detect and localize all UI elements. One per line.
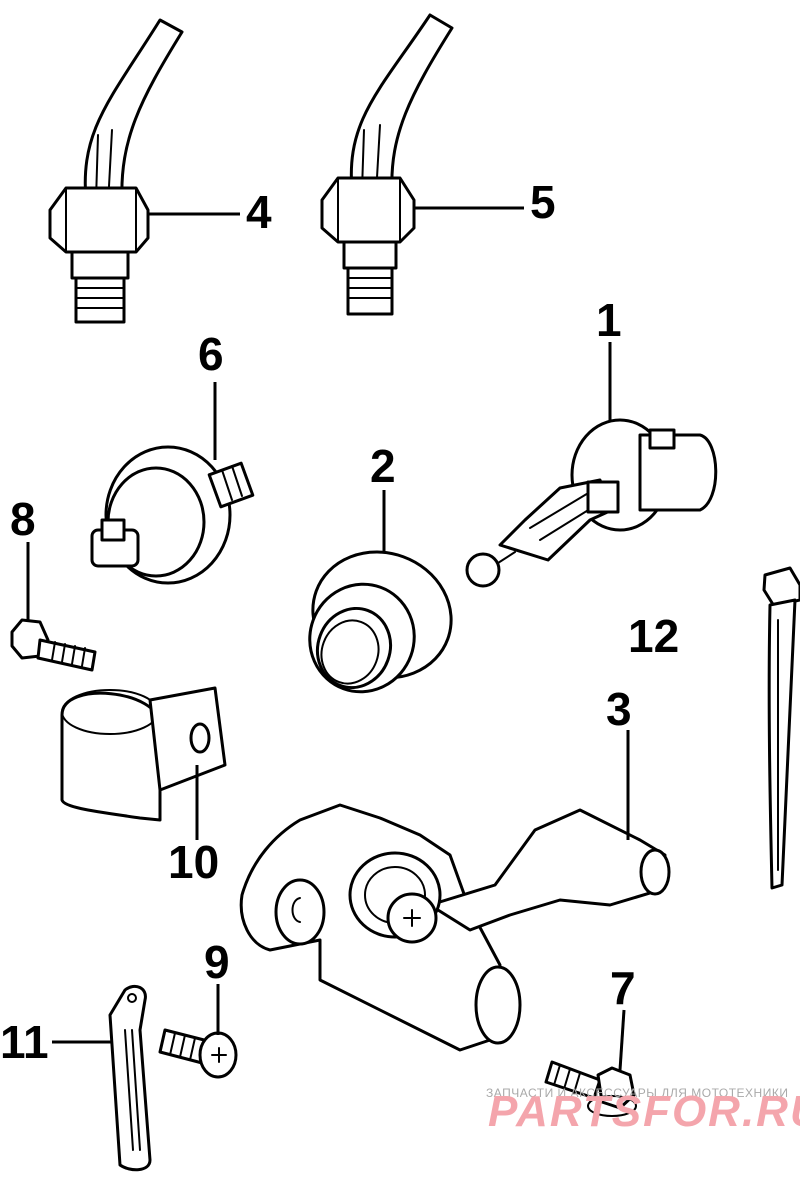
part-1-bulb-socket bbox=[465, 418, 718, 588]
callout-4: 4 bbox=[246, 186, 272, 238]
leader-lines bbox=[26, 206, 630, 1071]
callout-2: 2 bbox=[370, 440, 396, 492]
part-8-bolt bbox=[10, 618, 97, 672]
callout-3: 3 bbox=[606, 683, 632, 735]
part-9-screw bbox=[158, 1028, 238, 1079]
callout-9: 9 bbox=[204, 936, 230, 988]
callout-7: 7 bbox=[610, 962, 636, 1014]
leader-7 bbox=[618, 1009, 626, 1071]
callout-11: 11 bbox=[0, 1016, 49, 1068]
part-7-flange-bolt bbox=[544, 1060, 637, 1117]
callout-5: 5 bbox=[530, 176, 556, 228]
watermark-brand: PARTSFOR.RU bbox=[488, 1087, 800, 1136]
part-11-strap bbox=[108, 984, 152, 1172]
callout-10: 10 bbox=[168, 836, 219, 888]
part-5-pressure-switch bbox=[320, 13, 454, 316]
callout-8: 8 bbox=[10, 493, 36, 545]
callout-6: 6 bbox=[198, 328, 224, 380]
part-12-cable-tie bbox=[762, 566, 800, 890]
part-10-clamp bbox=[60, 686, 227, 822]
part-2-grommet bbox=[308, 550, 453, 694]
callout-1: 1 bbox=[596, 294, 622, 346]
callout-labels: 1 2 3 4 5 6 7 8 9 10 11 12 bbox=[0, 176, 679, 1068]
part-3-bracket-assembly bbox=[239, 803, 671, 1052]
part-6-sensor bbox=[90, 445, 255, 585]
part-4-pressure-switch bbox=[48, 18, 184, 324]
watermark: ЗАПЧАСТИ И АКСЕССУАРЫ ДЛЯ МОТОТЕХНИКИ PA… bbox=[486, 1086, 800, 1136]
watermark-tagline: ЗАПЧАСТИ И АКСЕССУАРЫ ДЛЯ МОТОТЕХНИКИ bbox=[486, 1086, 788, 1100]
callout-12: 12 bbox=[628, 610, 679, 662]
